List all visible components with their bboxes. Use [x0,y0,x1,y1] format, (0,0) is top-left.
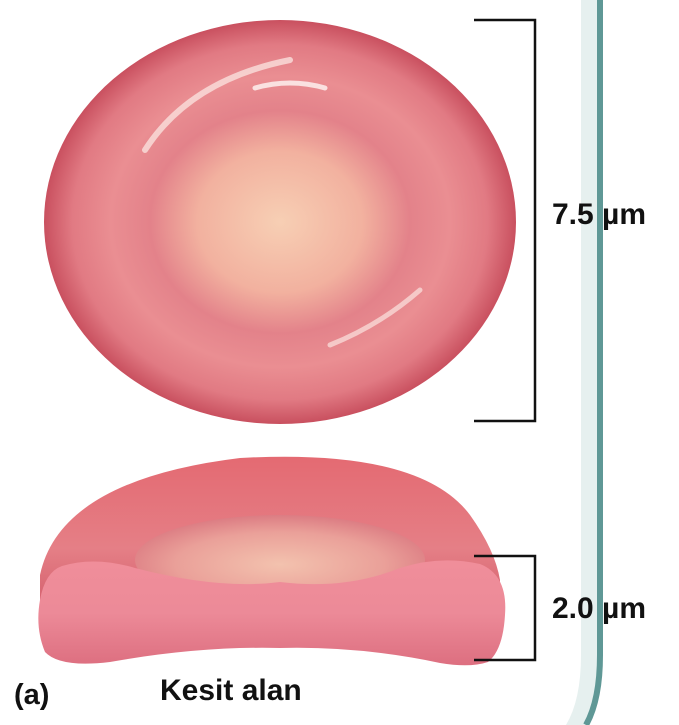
rbc-top-view [44,20,516,424]
panel-label: (a) [14,679,49,712]
diameter-label: 7.5 µm [552,198,646,232]
thickness-label: 2.0 µm [552,592,646,626]
caption: Kesit alan [160,674,302,708]
